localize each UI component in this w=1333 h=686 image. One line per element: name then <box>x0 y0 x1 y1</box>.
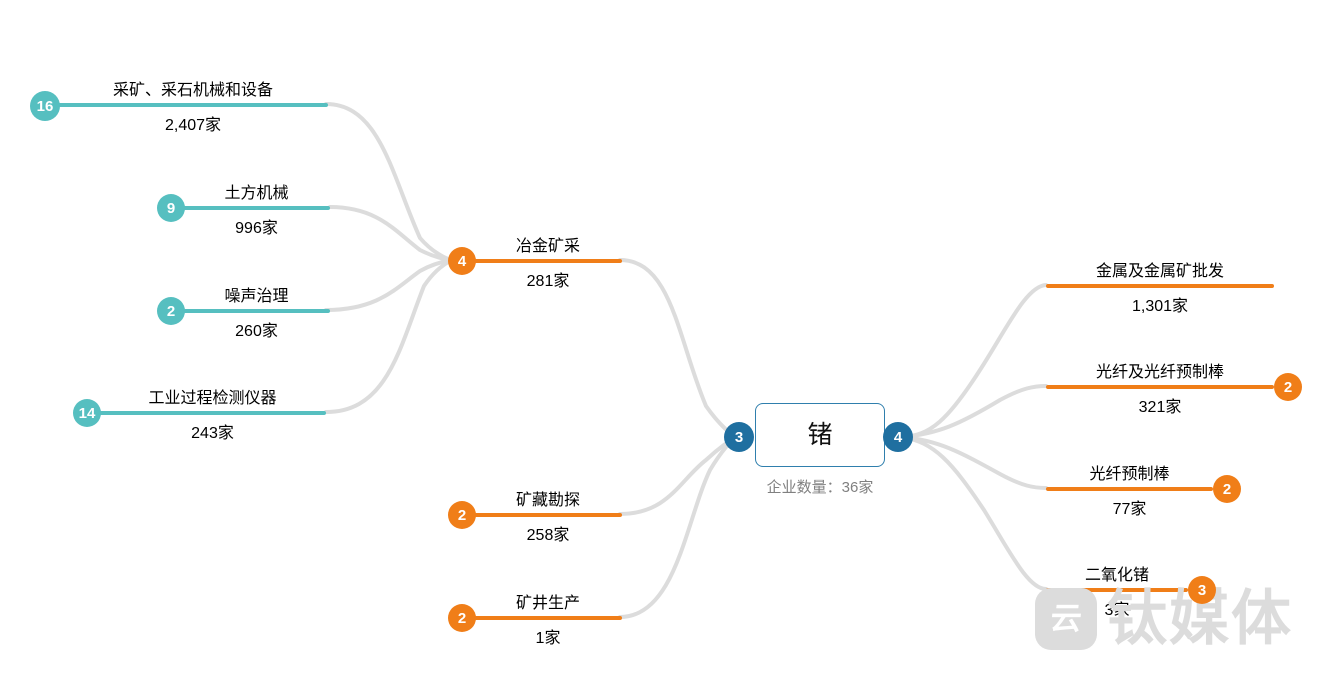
node-title: 矿藏勘探 <box>515 492 580 509</box>
badge-earthmoving-machinery[interactable]: 9 <box>157 194 185 222</box>
watermark: 云 钛媒体 <box>1035 588 1293 650</box>
badge-center-left[interactable]: 3 <box>724 422 754 452</box>
node-title: 土方机械 <box>224 185 289 202</box>
node-bar <box>474 259 622 263</box>
node-metal-ore-wholesale[interactable]: 金属及金属矿批发 1,301家 <box>1046 257 1274 316</box>
node-germanium-dioxide[interactable]: 二氧化锗 3家 3 <box>1046 561 1216 620</box>
badge-mining-quarry-machinery[interactable]: 16 <box>30 91 60 121</box>
node-bar <box>1046 385 1274 389</box>
link-mine-production <box>618 435 738 619</box>
node-mine-production[interactable]: 2 矿井生产 1家 <box>448 589 622 648</box>
node-count: 996家 <box>235 220 278 237</box>
link-optical-fiber-preform <box>900 435 1048 490</box>
node-title: 采矿、采石机械和设备 <box>112 82 273 99</box>
center-node-subtitle: 企业数量：36家 <box>766 479 874 496</box>
node-body: 矿井生产 1家 <box>474 589 622 648</box>
link-mineral-exploration <box>618 435 738 516</box>
node-count: 77家 <box>1112 501 1147 518</box>
node-bar <box>58 103 328 107</box>
center-node-title: 锗 <box>807 421 833 449</box>
node-metallurgy-mining[interactable]: 4 冶金矿采 281家 <box>448 232 622 291</box>
node-title: 噪声治理 <box>224 288 289 305</box>
node-count: 3家 <box>1104 602 1130 619</box>
node-body: 矿藏勘探 258家 <box>474 486 622 545</box>
node-body: 噪声治理 260家 <box>183 282 330 341</box>
badge-mine-production[interactable]: 2 <box>448 604 476 632</box>
node-count: 2,407家 <box>164 117 222 134</box>
node-industrial-process-instruments[interactable]: 14 工业过程检测仪器 243家 <box>73 384 326 443</box>
node-count: 260家 <box>235 323 278 340</box>
link-metallurgy-mining <box>618 258 738 439</box>
node-body: 冶金矿采 281家 <box>474 232 622 291</box>
node-body: 光纤预制棒 77家 <box>1046 460 1213 519</box>
watermark-logo-icon: 云 <box>1035 588 1097 650</box>
watermark-logo-glyph: 云 <box>1048 601 1084 637</box>
node-body: 光纤及光纤预制棒 321家 <box>1046 358 1274 417</box>
node-body: 土方机械 996家 <box>183 179 330 238</box>
node-bar <box>474 616 622 620</box>
node-mining-quarry-machinery[interactable]: 16 采矿、采石机械和设备 2,407家 <box>30 76 328 135</box>
node-bar <box>1046 487 1213 491</box>
node-count: 258家 <box>526 527 570 544</box>
link-mining-machinery <box>324 102 454 262</box>
node-title: 工业过程检测仪器 <box>148 390 277 407</box>
node-bar <box>99 411 326 415</box>
node-body: 二氧化锗 3家 <box>1046 561 1188 620</box>
node-title: 光纤及光纤预制棒 <box>1095 364 1224 381</box>
node-body: 工业过程检测仪器 243家 <box>99 384 326 443</box>
node-count: 321家 <box>1138 399 1182 416</box>
node-mineral-exploration[interactable]: 2 矿藏勘探 258家 <box>448 486 622 545</box>
node-body: 金属及金属矿批发 1,301家 <box>1046 257 1274 316</box>
badge-optical-fiber-preform[interactable]: 2 <box>1213 475 1241 503</box>
badge-mineral-exploration[interactable]: 2 <box>448 501 476 529</box>
node-optical-fiber-preform[interactable]: 光纤预制棒 77家 2 <box>1046 460 1241 519</box>
node-count: 243家 <box>191 425 234 442</box>
node-bar <box>1046 588 1188 592</box>
node-optical-fiber-and-preform[interactable]: 光纤及光纤预制棒 321家 2 <box>1046 358 1302 417</box>
badge-industrial-process-instruments[interactable]: 14 <box>73 399 101 427</box>
node-bar <box>183 309 330 313</box>
node-earthmoving-machinery[interactable]: 9 土方机械 996家 <box>157 179 330 238</box>
node-count: 1家 <box>535 630 561 647</box>
node-count: 281家 <box>526 273 570 290</box>
badge-noise-control[interactable]: 2 <box>157 297 185 325</box>
center-node[interactable]: 锗 <box>755 403 885 467</box>
node-title: 光纤预制棒 <box>1089 466 1170 483</box>
link-optical-fiber-preform-combo <box>900 384 1048 439</box>
node-title: 冶金矿采 <box>515 238 580 255</box>
badge-optical-fiber-and-preform[interactable]: 2 <box>1274 373 1302 401</box>
node-bar <box>183 206 330 210</box>
node-bar <box>474 513 622 517</box>
node-count: 1,301家 <box>1131 298 1189 315</box>
node-title: 金属及金属矿批发 <box>1095 263 1224 280</box>
node-title: 二氧化锗 <box>1084 567 1149 584</box>
link-germanium-dioxide <box>900 435 1048 591</box>
link-noise-control <box>324 258 454 312</box>
badge-metallurgy-mining[interactable]: 4 <box>448 247 476 275</box>
badge-center-right[interactable]: 4 <box>883 422 913 452</box>
node-bar <box>1046 284 1274 288</box>
badge-germanium-dioxide[interactable]: 3 <box>1188 576 1216 604</box>
link-industrial-instruments <box>324 258 454 414</box>
node-title: 矿井生产 <box>515 595 580 612</box>
link-earthmoving <box>328 205 454 262</box>
node-body: 采矿、采石机械和设备 2,407家 <box>58 76 328 135</box>
node-noise-control[interactable]: 2 噪声治理 260家 <box>157 282 330 341</box>
link-metal-wholesale <box>900 283 1048 439</box>
